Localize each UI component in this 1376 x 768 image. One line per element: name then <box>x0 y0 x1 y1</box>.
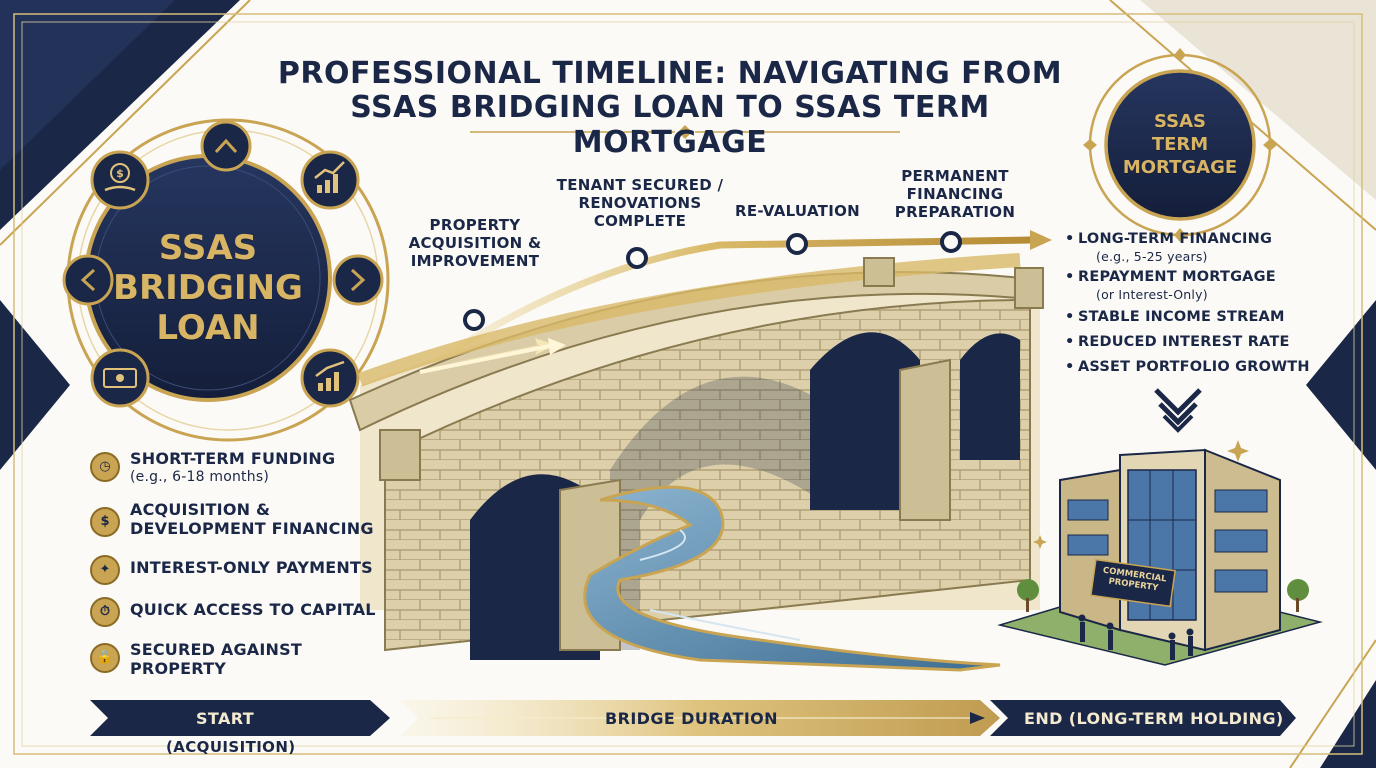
page-title-line-1: PROFESSIONAL TIMELINE: NAVIGATING FROM <box>277 56 1063 91</box>
term-mortgage-title: SSAS TERM MORTGAGE <box>1122 111 1238 178</box>
rising-chart-icon <box>300 348 360 408</box>
milestone-dot-financing <box>940 231 962 253</box>
milestone-dot-revaluation <box>786 233 808 255</box>
bridging-loan-title: SSAS BRIDGING LOAN <box>113 228 303 348</box>
timeline-duration-label: BRIDGE DURATION <box>605 709 778 728</box>
milestone-property-acquisition: PROPERTY ACQUISITION & IMPROVEMENT <box>408 216 542 270</box>
cash-icon <box>90 348 150 408</box>
timeline-start-label: START <box>196 709 255 728</box>
feature-quick-access: QUICK ACCESS TO CAPITAL <box>130 600 376 619</box>
stopwatch-icon: ⏱ <box>90 597 120 627</box>
commercial-building <box>997 440 1323 666</box>
benefit-stable-income: STABLE INCOME STREAM <box>1065 309 1285 326</box>
benefit-portfolio-growth: ASSET PORTFOLIO GROWTH <box>1065 359 1310 376</box>
milestone-revaluation: RE-VALUATION <box>734 202 861 220</box>
lock-icon: 🔒 <box>90 643 120 673</box>
timeline-end-label: END (LONG-TERM HOLDING) <box>1024 709 1284 728</box>
stone-bridge <box>348 253 1044 660</box>
svg-text:$: $ <box>116 167 124 180</box>
clock-icon: ◷ <box>90 452 120 482</box>
feature-secured-property: SECURED AGAINST PROPERTY <box>130 640 302 678</box>
benefit-long-term-financing: LONG-TERM FINANCING (e.g., 5-25 years) <box>1065 231 1272 265</box>
milestone-dot-tenant <box>626 247 648 269</box>
title-ornament <box>470 125 900 139</box>
milestone-permanent-financing: PERMANENT FINANCING PREPARATION <box>894 167 1016 221</box>
benefit-reduced-rate: REDUCED INTEREST RATE <box>1065 334 1290 351</box>
down-arrow-icon <box>1154 388 1202 433</box>
chevron-right-icon <box>332 254 384 306</box>
bottom-timeline-bar <box>90 700 1296 736</box>
benefit-repayment-mortgage: REPAYMENT MORTGAGE (or Interest-Only) <box>1065 269 1276 303</box>
handshake-icon: ✦ <box>90 555 120 585</box>
chevron-up-icon <box>200 120 252 172</box>
feature-interest-only: INTEREST-ONLY PAYMENTS <box>130 558 373 577</box>
growth-chart-icon <box>300 150 360 210</box>
coin-hand-icon: $ <box>90 150 150 210</box>
feature-short-term-funding: SHORT-TERM FUNDING (e.g., 6-18 months) <box>130 449 336 485</box>
timeline-start-sublabel: (ACQUISITION) <box>166 738 296 756</box>
feature-acquisition-development: ACQUISITION & DEVELOPMENT FINANCING <box>130 500 374 538</box>
milestone-dot-acquisition <box>463 309 485 331</box>
money-hand-icon: $ <box>90 507 120 537</box>
milestone-tenant-secured: TENANT SECURED / RENOVATIONS COMPLETE <box>556 176 724 230</box>
page-title-line-2: SSAS BRIDGING LOAN TO SSAS TERM MORTGAGE <box>350 90 990 160</box>
chevron-left-icon <box>62 254 114 306</box>
river <box>583 485 1001 672</box>
